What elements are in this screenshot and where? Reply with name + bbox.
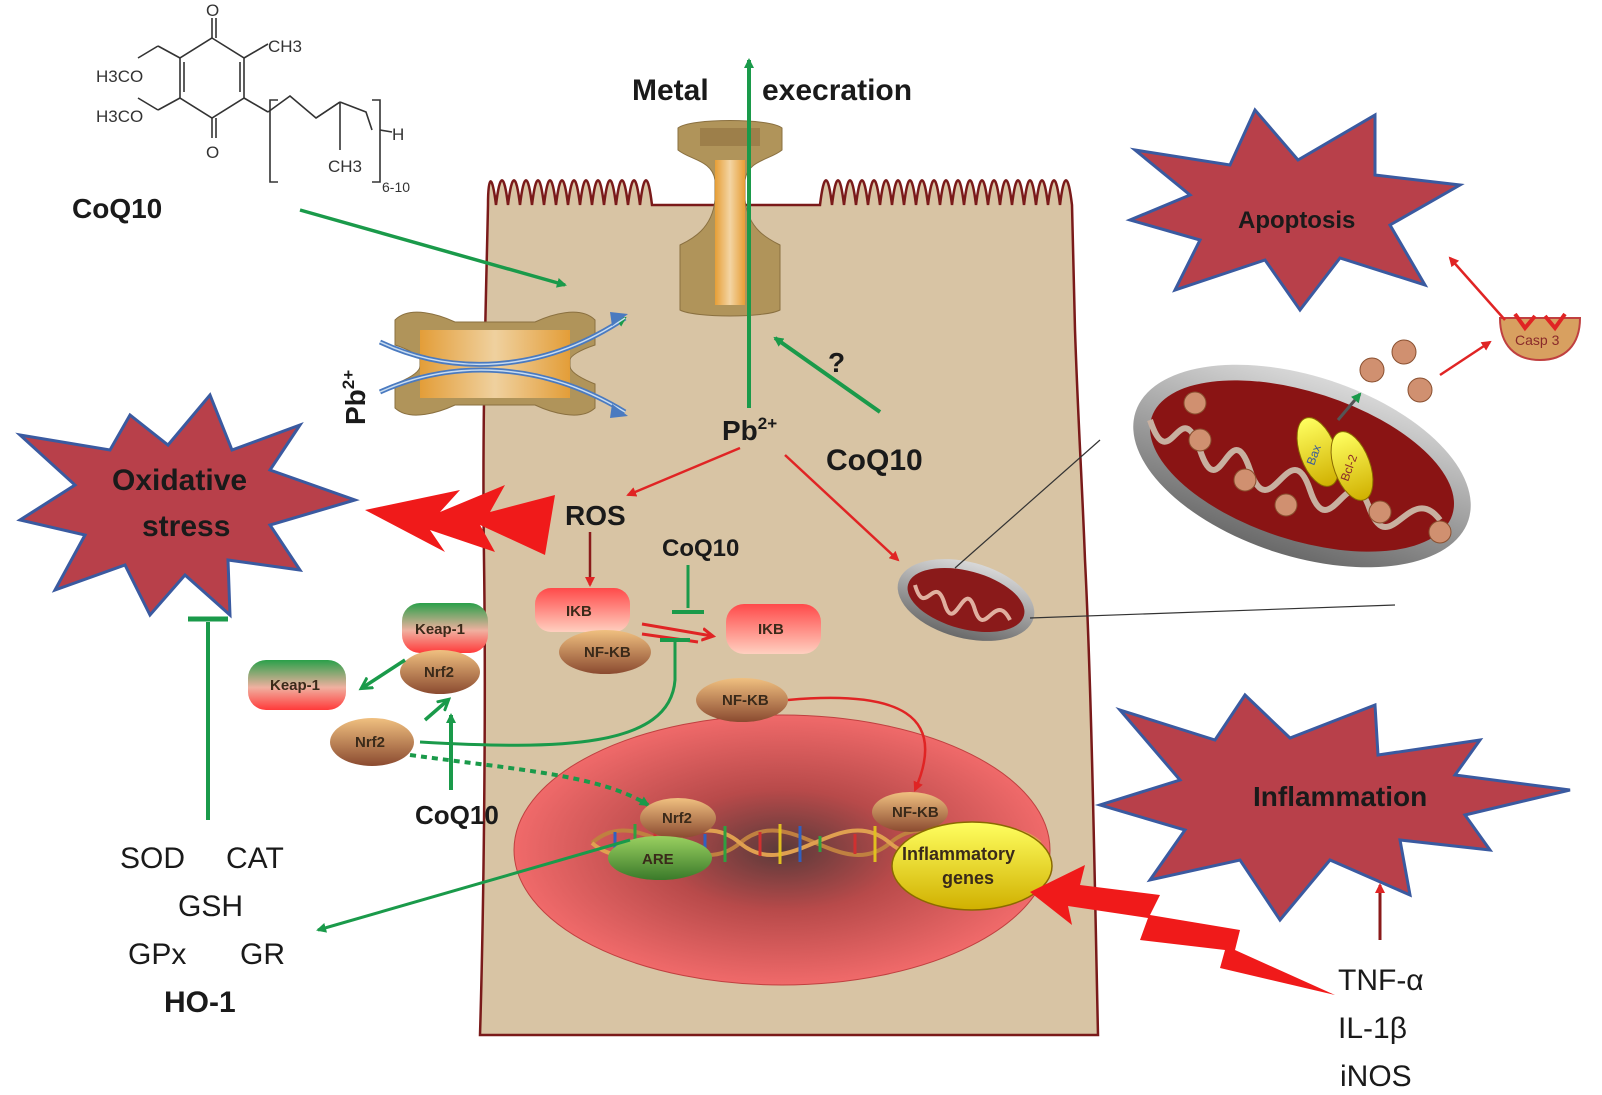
casp-apoptosis-arrow bbox=[1448, 256, 1506, 321]
metal-label: Metal bbox=[632, 74, 709, 107]
inflam-genes-line2: genes bbox=[942, 868, 994, 888]
ros-lightning-bolt bbox=[365, 485, 555, 555]
coq10-label-bottom: CoQ10 bbox=[415, 800, 499, 830]
inos-label: iNOS bbox=[1340, 1060, 1412, 1093]
inflammatory-genes-oval bbox=[891, 821, 1053, 911]
inflammation-label: Inflammation bbox=[1253, 781, 1427, 812]
pb-outside-label: Pb2+ bbox=[339, 370, 371, 425]
sod-label: SOD bbox=[120, 842, 185, 875]
gsh-label: GSH bbox=[178, 890, 243, 923]
coq10-molecule bbox=[137, 18, 393, 183]
ikb-pill-right bbox=[726, 604, 821, 654]
mol-o-top: O bbox=[206, 1, 219, 20]
mol-h3co-top: H3CO bbox=[96, 67, 143, 86]
coq10-entry-arrow bbox=[299, 208, 567, 288]
nfkb-oval-nucleus bbox=[872, 792, 948, 832]
nrf2-inhibit-nfkb-path bbox=[419, 640, 677, 747]
pb-ros-arrow bbox=[626, 446, 741, 497]
ikb-pill-left bbox=[535, 588, 630, 632]
dissociation-arrow-1 bbox=[641, 622, 712, 636]
zoom-line-1 bbox=[954, 439, 1101, 569]
nrf2-oval-complex bbox=[400, 650, 480, 694]
keap1-free-label: Keap-1 bbox=[270, 677, 320, 694]
apoptosis-burst bbox=[1125, 107, 1465, 313]
gpx-label: GPx bbox=[128, 938, 186, 971]
gr-label: GR bbox=[240, 938, 285, 971]
nrf2-translocation-arrow bbox=[409, 753, 650, 807]
mol-o-bottom: O bbox=[206, 143, 219, 162]
coq10-label-mid: CoQ10 bbox=[662, 535, 739, 562]
zoom-line-2 bbox=[1029, 604, 1396, 619]
cytc-casp-arrow bbox=[1439, 340, 1492, 377]
mol-ch3-top: CH3 bbox=[268, 37, 302, 56]
mitochondrion-small bbox=[897, 559, 1035, 641]
nrf2-nucleus-label: Nrf2 bbox=[662, 810, 692, 827]
nfkb-right-label: NF-KB bbox=[722, 692, 769, 709]
are-antioxidant-arrow bbox=[316, 838, 631, 933]
coq10-label-top: CoQ10 bbox=[72, 193, 162, 224]
nrf2-free-label: Nrf2 bbox=[355, 734, 385, 751]
oxidative-line2: stress bbox=[142, 510, 230, 543]
bax-label: Bax bbox=[1304, 443, 1324, 467]
keap1-pill-free bbox=[248, 660, 346, 710]
nfkb-oval-right bbox=[696, 678, 788, 722]
are-oval bbox=[608, 836, 712, 880]
ikb-right-label: IKB bbox=[758, 621, 784, 638]
nfkb-oval-left bbox=[559, 630, 651, 674]
pb-outside-sup: 2+ bbox=[339, 370, 358, 389]
nfkb-translocation-arrow bbox=[787, 696, 927, 792]
nrf2-oval-free bbox=[330, 718, 414, 766]
excretion-label: execration bbox=[762, 74, 912, 107]
oxidative-stress-burst bbox=[15, 392, 360, 619]
keap-dissociation-arrow bbox=[362, 658, 406, 688]
pb-mito-arrow bbox=[784, 454, 900, 562]
mitochondrion-large bbox=[1133, 364, 1471, 568]
cytochrome-c bbox=[1359, 339, 1433, 403]
mol-ch3-bottom: CH3 bbox=[328, 157, 362, 176]
mol-h3co-bottom: H3CO bbox=[96, 107, 143, 126]
coq10-chelation-arrow bbox=[773, 336, 882, 414]
genes-lightning-bolt bbox=[1030, 865, 1335, 995]
mol-h: H bbox=[392, 125, 404, 144]
are-label: ARE bbox=[642, 851, 674, 868]
question-mark: ? bbox=[828, 347, 845, 378]
apoptosis-label: Apoptosis bbox=[1238, 207, 1355, 234]
nrf2-oval-nucleus bbox=[640, 798, 716, 838]
ros-label: ROS bbox=[565, 500, 626, 531]
ikb-left-label: IKB bbox=[566, 603, 592, 620]
casp3-label: Casp 3 bbox=[1515, 332, 1560, 348]
cytc-release-arrow bbox=[1336, 392, 1362, 421]
excretion-channel bbox=[677, 120, 783, 317]
oxidative-line1: Oxidative bbox=[112, 464, 247, 497]
nrf2-complex-label: Nrf2 bbox=[424, 664, 454, 681]
inflammation-burst bbox=[1094, 692, 1571, 923]
nrf2-release-arrow bbox=[423, 700, 448, 722]
mol-repeat: 6-10 bbox=[382, 179, 410, 195]
keap1-pill-complex bbox=[402, 603, 488, 653]
il1b-label: IL-1β bbox=[1338, 1012, 1407, 1045]
cat-label: CAT bbox=[226, 842, 284, 875]
uptake-channel bbox=[378, 311, 628, 418]
casp3-shape bbox=[1498, 317, 1582, 362]
inflam-genes-line1: Inflammatory bbox=[902, 844, 1015, 864]
coq10-label-right: CoQ10 bbox=[826, 444, 923, 477]
nfkb-left-label: NF-KB bbox=[584, 644, 631, 661]
casp3-cut bbox=[1513, 312, 1567, 332]
ho1-label: HO-1 bbox=[164, 986, 236, 1019]
nfkb-nucleus-label: NF-KB bbox=[892, 804, 939, 821]
keap1-complex-label: Keap-1 bbox=[415, 621, 465, 638]
tnf-label: TNF-α bbox=[1338, 964, 1424, 997]
